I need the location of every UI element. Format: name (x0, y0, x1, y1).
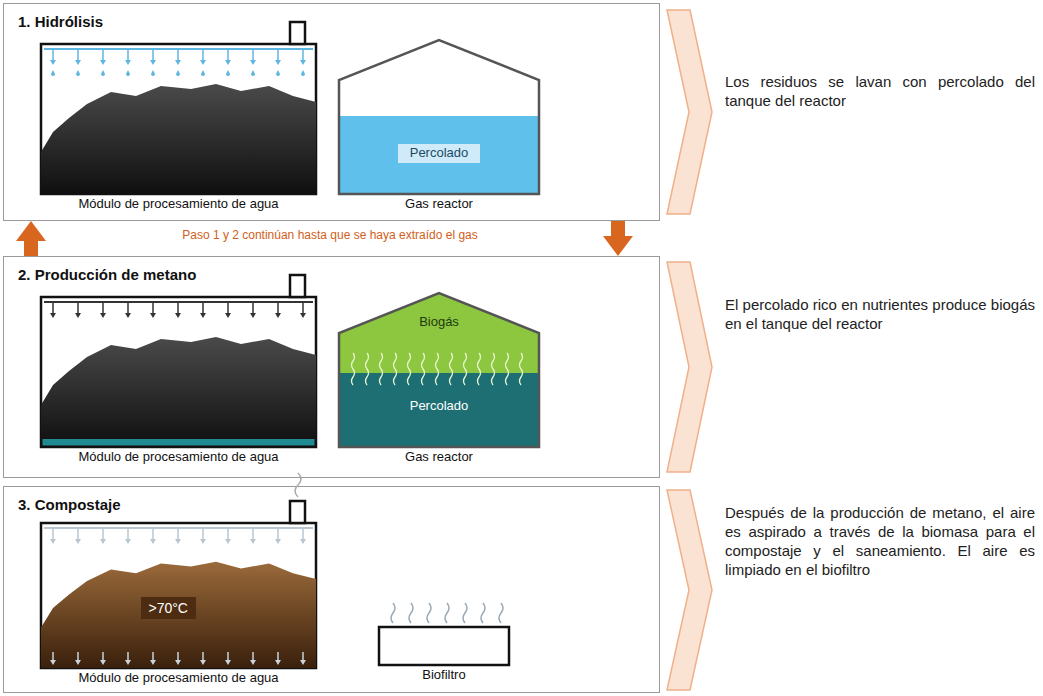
waste-pile (41, 562, 316, 668)
biofilter: Biofiltro (379, 627, 509, 665)
reactor-shell (339, 40, 539, 194)
module-chimney (290, 22, 305, 44)
step-heading: 2. Producción de metano (18, 266, 196, 283)
step-heading: 1. Hidrólisis (18, 13, 103, 30)
module-drawing (41, 523, 316, 668)
spray-arrows (50, 303, 306, 318)
module-chimney (290, 275, 305, 297)
water-module: Módulo de procesamiento de agua (41, 44, 316, 194)
node-label: Gas reactor (339, 197, 539, 212)
step-panel: Módulo de procesamiento de aguaPercolado… (3, 3, 660, 221)
spray-arrows (50, 529, 306, 544)
waste-pile (41, 84, 316, 194)
chevron (667, 262, 712, 472)
biogas-volume (339, 293, 539, 373)
water-module: >70°CMódulo de procesamiento de agua (41, 523, 316, 668)
node-label: Percolado (398, 144, 481, 163)
gas-bubbles (352, 353, 523, 385)
chevron (667, 490, 712, 690)
reactor-drawing (339, 40, 539, 194)
node-label: Gas reactor (339, 450, 539, 465)
biofilter-box (379, 627, 509, 665)
node-label: Módulo de procesamiento de agua (41, 450, 316, 465)
module-housing (41, 523, 316, 668)
waste-pile (41, 337, 316, 447)
chimney-smoke (295, 473, 301, 497)
module-drawing (41, 44, 316, 194)
step-panel: Módulo de procesamiento de agua BiogásPer… (3, 256, 660, 478)
step-description: El percolado rico en nutrientes produce … (725, 295, 1035, 333)
module-housing (41, 297, 316, 447)
loop-note: Paso 1 y 2 continúan hasta que se haya e… (130, 228, 530, 243)
node-label: Biofiltro (379, 668, 509, 683)
module-housing (41, 44, 316, 194)
sprinkler-bar (44, 48, 313, 50)
clean-air (391, 603, 503, 623)
step-description: Los residuos se lavan con percolado del … (725, 72, 1035, 110)
gas-reactor: BiogásPercoladoGas reactor (339, 293, 539, 447)
step-description: Después de la producción de metano, el a… (725, 503, 1035, 579)
node-label: Módulo de procesamiento de agua (41, 197, 316, 212)
step-panel: >70°CMódulo de procesamiento de aguaBiof… (3, 486, 660, 693)
air-arrows (50, 652, 306, 665)
module-chimney (290, 501, 305, 523)
spray-arrows (50, 50, 306, 76)
water-module: Módulo de procesamiento de agua (41, 297, 316, 447)
percolate-floor (43, 439, 315, 446)
reactor-shell (339, 293, 539, 447)
percolate-liquid (339, 373, 539, 447)
gas-reactor: PercoladoGas reactor (339, 40, 539, 194)
loop-arrow (24, 241, 38, 256)
node-label: Percolado (339, 399, 539, 414)
sprinkler-bar (44, 301, 313, 303)
chevron (667, 10, 712, 214)
percolate-liquid (339, 116, 539, 194)
loop-arrow (611, 221, 625, 236)
biofilter-drawing (379, 627, 509, 665)
node-label: Módulo de procesamiento de agua (41, 671, 316, 686)
sprinkler-bar (44, 527, 313, 529)
step-heading: 3. Compostaje (18, 496, 121, 513)
module-drawing (41, 297, 316, 447)
node-label: Biogás (339, 315, 539, 330)
node-label: >70°C (141, 597, 196, 619)
